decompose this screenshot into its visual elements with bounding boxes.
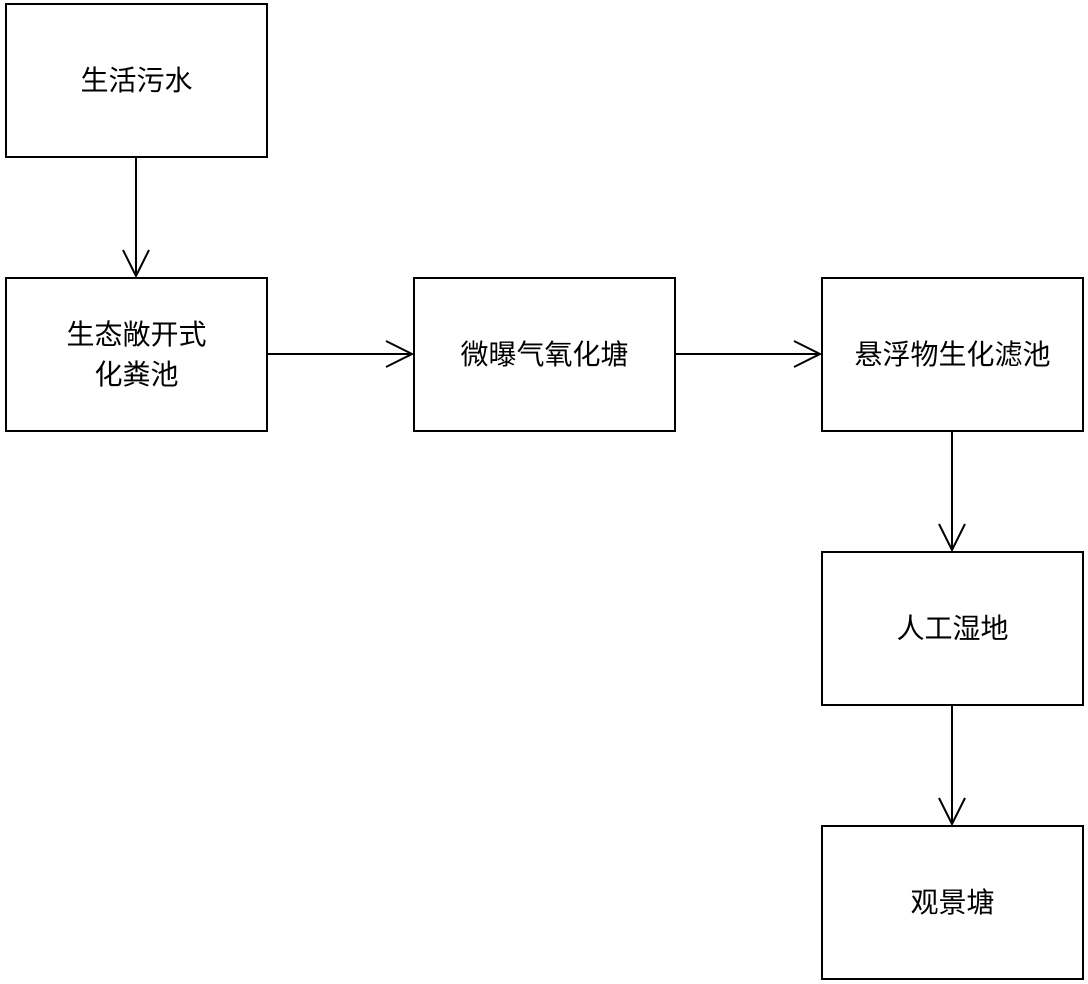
edge-aeration-pond-to-filter	[676, 340, 823, 368]
node-constructed-wetland: 人工湿地	[821, 551, 1084, 706]
node-label: 生态敞开式 化粪池	[66, 317, 207, 391]
edge-filter-to-wetland	[938, 432, 966, 553]
node-label: 生活污水	[80, 63, 193, 97]
node-suspended-solids-biofilter: 悬浮物生化滤池	[821, 277, 1084, 432]
node-ecological-open-septic-tank: 生态敞开式 化粪池	[5, 277, 268, 432]
node-label: 微曝气氧化塘	[460, 337, 629, 371]
node-landscape-pond: 观景塘	[821, 825, 1084, 980]
edge-wetland-to-landscape-pond	[938, 706, 966, 827]
node-micro-aeration-oxidation-pond: 微曝气氧化塘	[413, 277, 676, 432]
node-label: 观景塘	[910, 885, 995, 919]
node-domestic-sewage: 生活污水	[5, 3, 268, 158]
edge-septic-tank-to-aeration-pond	[268, 340, 415, 368]
node-label: 人工湿地	[896, 611, 1009, 645]
node-label: 悬浮物生化滤池	[854, 337, 1051, 371]
edge-sewage-to-septic-tank	[122, 158, 150, 279]
